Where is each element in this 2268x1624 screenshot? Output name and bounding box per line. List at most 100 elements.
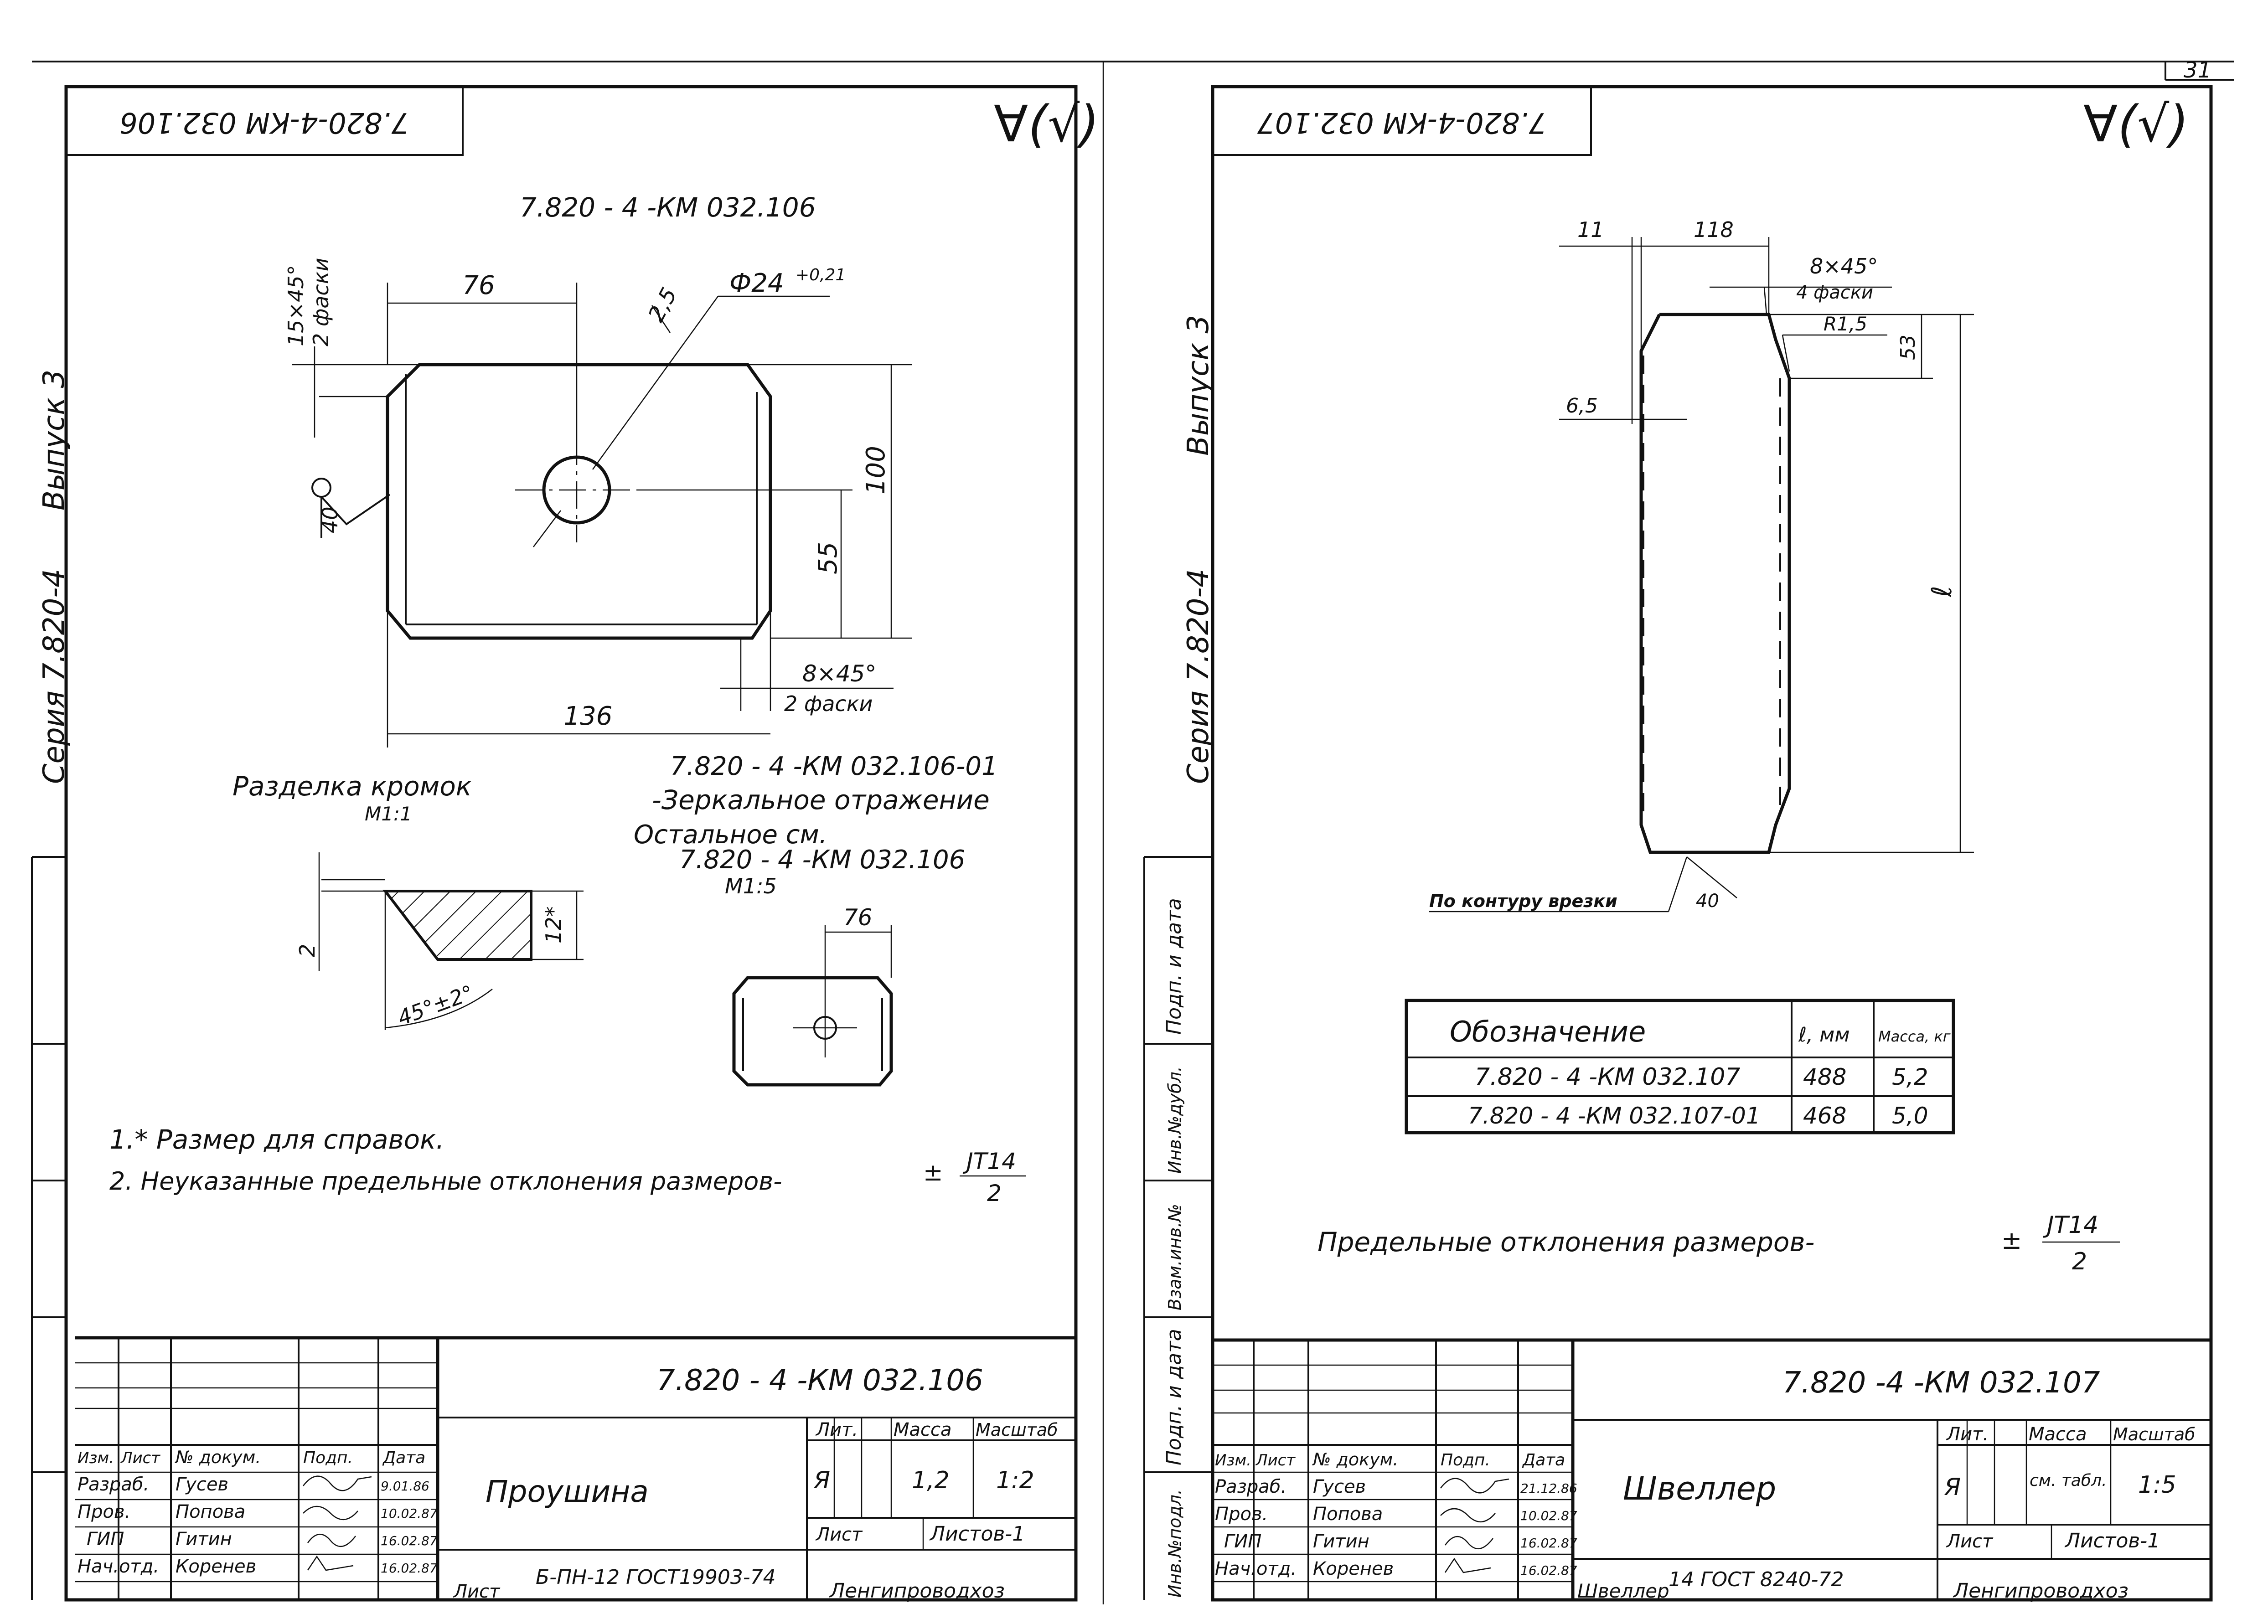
left-tb-scale-label: Масштаб — [976, 1420, 1058, 1440]
right-tb-hdr-1: Лист — [1255, 1451, 1296, 1469]
edge-prep-hatch — [382, 890, 532, 961]
table-header-designation: Обозначение — [1450, 1015, 1646, 1048]
right-tb-date-3: 16.02.87 — [1520, 1563, 1577, 1578]
note-2: 2. Неуказанные предельные отклонения раз… — [109, 1167, 782, 1196]
dim-r15: R1,5 — [1824, 313, 1867, 335]
right-signature-3 — [1444, 1557, 1491, 1573]
left-tb-lit-label: Лит. — [815, 1419, 858, 1440]
right-tb-material-label: Швеллер — [1577, 1580, 1669, 1602]
left-tb-hdr-1: Лист — [120, 1449, 160, 1467]
left-tb-date-0: 9.01.86 — [381, 1479, 429, 1494]
left-signature-3 — [307, 1555, 354, 1571]
left-title-block — [75, 1336, 1076, 1600]
left-stamp-code: 7.820-4-КМ 032.106 — [119, 106, 409, 139]
right-frame — [1211, 85, 2213, 1602]
right-tb-sheet-label: Лист — [1946, 1531, 1994, 1552]
note-1: 1.* Размер для справок. — [109, 1124, 444, 1155]
dim-11: 11 — [1577, 217, 1604, 242]
plate-outline — [386, 363, 772, 640]
left-tb-date-1: 10.02.87 — [381, 1506, 438, 1521]
right-chamfer-count: 4 фаски — [1796, 282, 1873, 303]
sidebar-cell-2: Взам.инв.№ — [1165, 1204, 1185, 1310]
right-tb-signer-3: Коренев — [1313, 1558, 1394, 1579]
right-tb-signer-2: Гитин — [1313, 1531, 1369, 1552]
left-tb-role-3: Нач.отд. — [77, 1556, 159, 1577]
sidebar-cell-1: Инв.№дубл. — [1165, 1066, 1185, 1174]
small-dim-76: 76 — [843, 904, 873, 931]
right-tb-hdr-4: Дата — [1522, 1451, 1565, 1469]
dim-136: 136 — [564, 701, 613, 731]
left-tb-date-2: 16.02.87 — [381, 1533, 438, 1548]
mirror-text: -Зеркальное отражение — [652, 784, 990, 815]
dim-53: 53 — [1896, 335, 1920, 360]
left-tb-role-1: Пров. — [77, 1501, 130, 1522]
right-tb-date-2: 16.02.87 — [1520, 1536, 1577, 1551]
right-tb-sheets: Листов-1 — [2064, 1529, 2160, 1552]
dim-100: 100 — [861, 446, 891, 495]
right-weld-40: 40 — [1696, 891, 1719, 912]
table-row-2-l: 468 — [1803, 1103, 1846, 1129]
channel-outline — [1639, 313, 1791, 854]
table-header-mass: Масса, кг — [1878, 1028, 1951, 1045]
left-tb-org: Ленгипроводхоз — [829, 1579, 1005, 1603]
right-tolerance: Предельные отклонения размеров- — [1317, 1227, 1814, 1258]
right-title-block — [1213, 1338, 2211, 1600]
right-frac-bot: 2 — [2072, 1248, 2087, 1275]
right-tolerance-pm: ± — [2001, 1226, 2022, 1255]
edge-prep-scale: М1:1 — [365, 803, 412, 825]
left-signature-1 — [303, 1505, 358, 1521]
chamfer-top-count: 2 фаски — [309, 258, 333, 346]
right-tb-hdr-2: № докум. — [1312, 1449, 1398, 1469]
left-tb-material-label: Лист — [453, 1581, 501, 1602]
dim-76: 76 — [462, 271, 495, 300]
left-tb-hdr-2: № докум. — [175, 1447, 261, 1467]
table-row-2-code: 7.820 - 4 -КМ 032.107-01 — [1468, 1103, 1761, 1129]
right-tb-role-3: Нач.отд. — [1215, 1558, 1297, 1579]
left-tb-signer-3: Коренев — [176, 1556, 256, 1577]
left-stamp-box — [65, 86, 464, 156]
right-stamp-code: 7.820-4-КМ 032.107 — [1257, 106, 1546, 139]
right-tb-name: Швеллер — [1623, 1470, 1776, 1507]
edge-dim-2: 2 — [295, 944, 320, 957]
chamfer-top-label: 15×45° — [284, 265, 308, 346]
mass-table — [1405, 999, 1955, 1134]
edge-dim-12: 12* — [541, 906, 566, 943]
dim-hole-dia: Ф24 — [729, 268, 784, 298]
left-tb-sheets: Листов-1 — [929, 1522, 1025, 1546]
plate-view: 76 Ф24 +0,21 2,5 15×45° 2 фаски 40 100 — [284, 258, 912, 748]
left-tb-material: Б-ПН-12 ГОСТ19903-74 — [536, 1566, 776, 1589]
left-tb-hdr-3: Подп. — [303, 1449, 353, 1467]
left-sidebar-issue: Выпуск 3 — [37, 370, 71, 510]
right-tb-scale-val: 1:5 — [2138, 1471, 2176, 1499]
left-tb-code: 7.820 - 4 -КМ 032.106 — [656, 1364, 983, 1397]
right-tb-hdr-3: Подп. — [1441, 1451, 1490, 1469]
left-tb-hdr-0: Изм. — [77, 1449, 114, 1467]
left-tb-scale-val: 1:2 — [996, 1467, 1034, 1494]
left-tb-lit-val: Я — [813, 1467, 830, 1494]
left-sidebar-series: Серия 7.820-4 — [37, 569, 71, 784]
right-tb-signer-0: Гусев — [1313, 1476, 1366, 1497]
left-tb-role-2: ГИП — [87, 1529, 124, 1550]
left-signature-0 — [303, 1475, 372, 1491]
left-signature-2 — [307, 1533, 356, 1547]
right-chamfer-label: 8×45° — [1810, 254, 1878, 278]
left-drawing-title: 7.820 - 4 -КМ 032.106 — [520, 192, 816, 223]
page-number: 31 — [2184, 57, 2211, 83]
left-tb-signer-0: Гусев — [176, 1474, 228, 1495]
mirror-code: 7.820 - 4 -КМ 032.106-01 — [670, 752, 998, 781]
left-tb-mass-label: Масса — [894, 1419, 952, 1440]
right-signature-2 — [1444, 1536, 1493, 1550]
table-row-1-mass: 5,2 — [1892, 1064, 1928, 1090]
right-tb-material: 14 ГОСТ 8240-72 — [1669, 1568, 1844, 1591]
right-tb-signer-1: Попова — [1313, 1504, 1383, 1525]
left-frame — [64, 85, 1078, 1602]
note-2-frac-bot: 2 — [987, 1180, 1002, 1206]
sidebar-cell-4: Инв.№подл. — [1165, 1489, 1185, 1598]
right-tb-mass-val: см. табл. — [2030, 1471, 2107, 1490]
right-stamp-box — [1212, 86, 1592, 156]
right-tb-role-0: Разраб. — [1215, 1476, 1286, 1497]
right-tb-role-2: ГИП — [1224, 1531, 1261, 1552]
table-header-l: ℓ, мм — [1798, 1023, 1850, 1047]
left-tb-signer-2: Гитин — [176, 1529, 232, 1550]
